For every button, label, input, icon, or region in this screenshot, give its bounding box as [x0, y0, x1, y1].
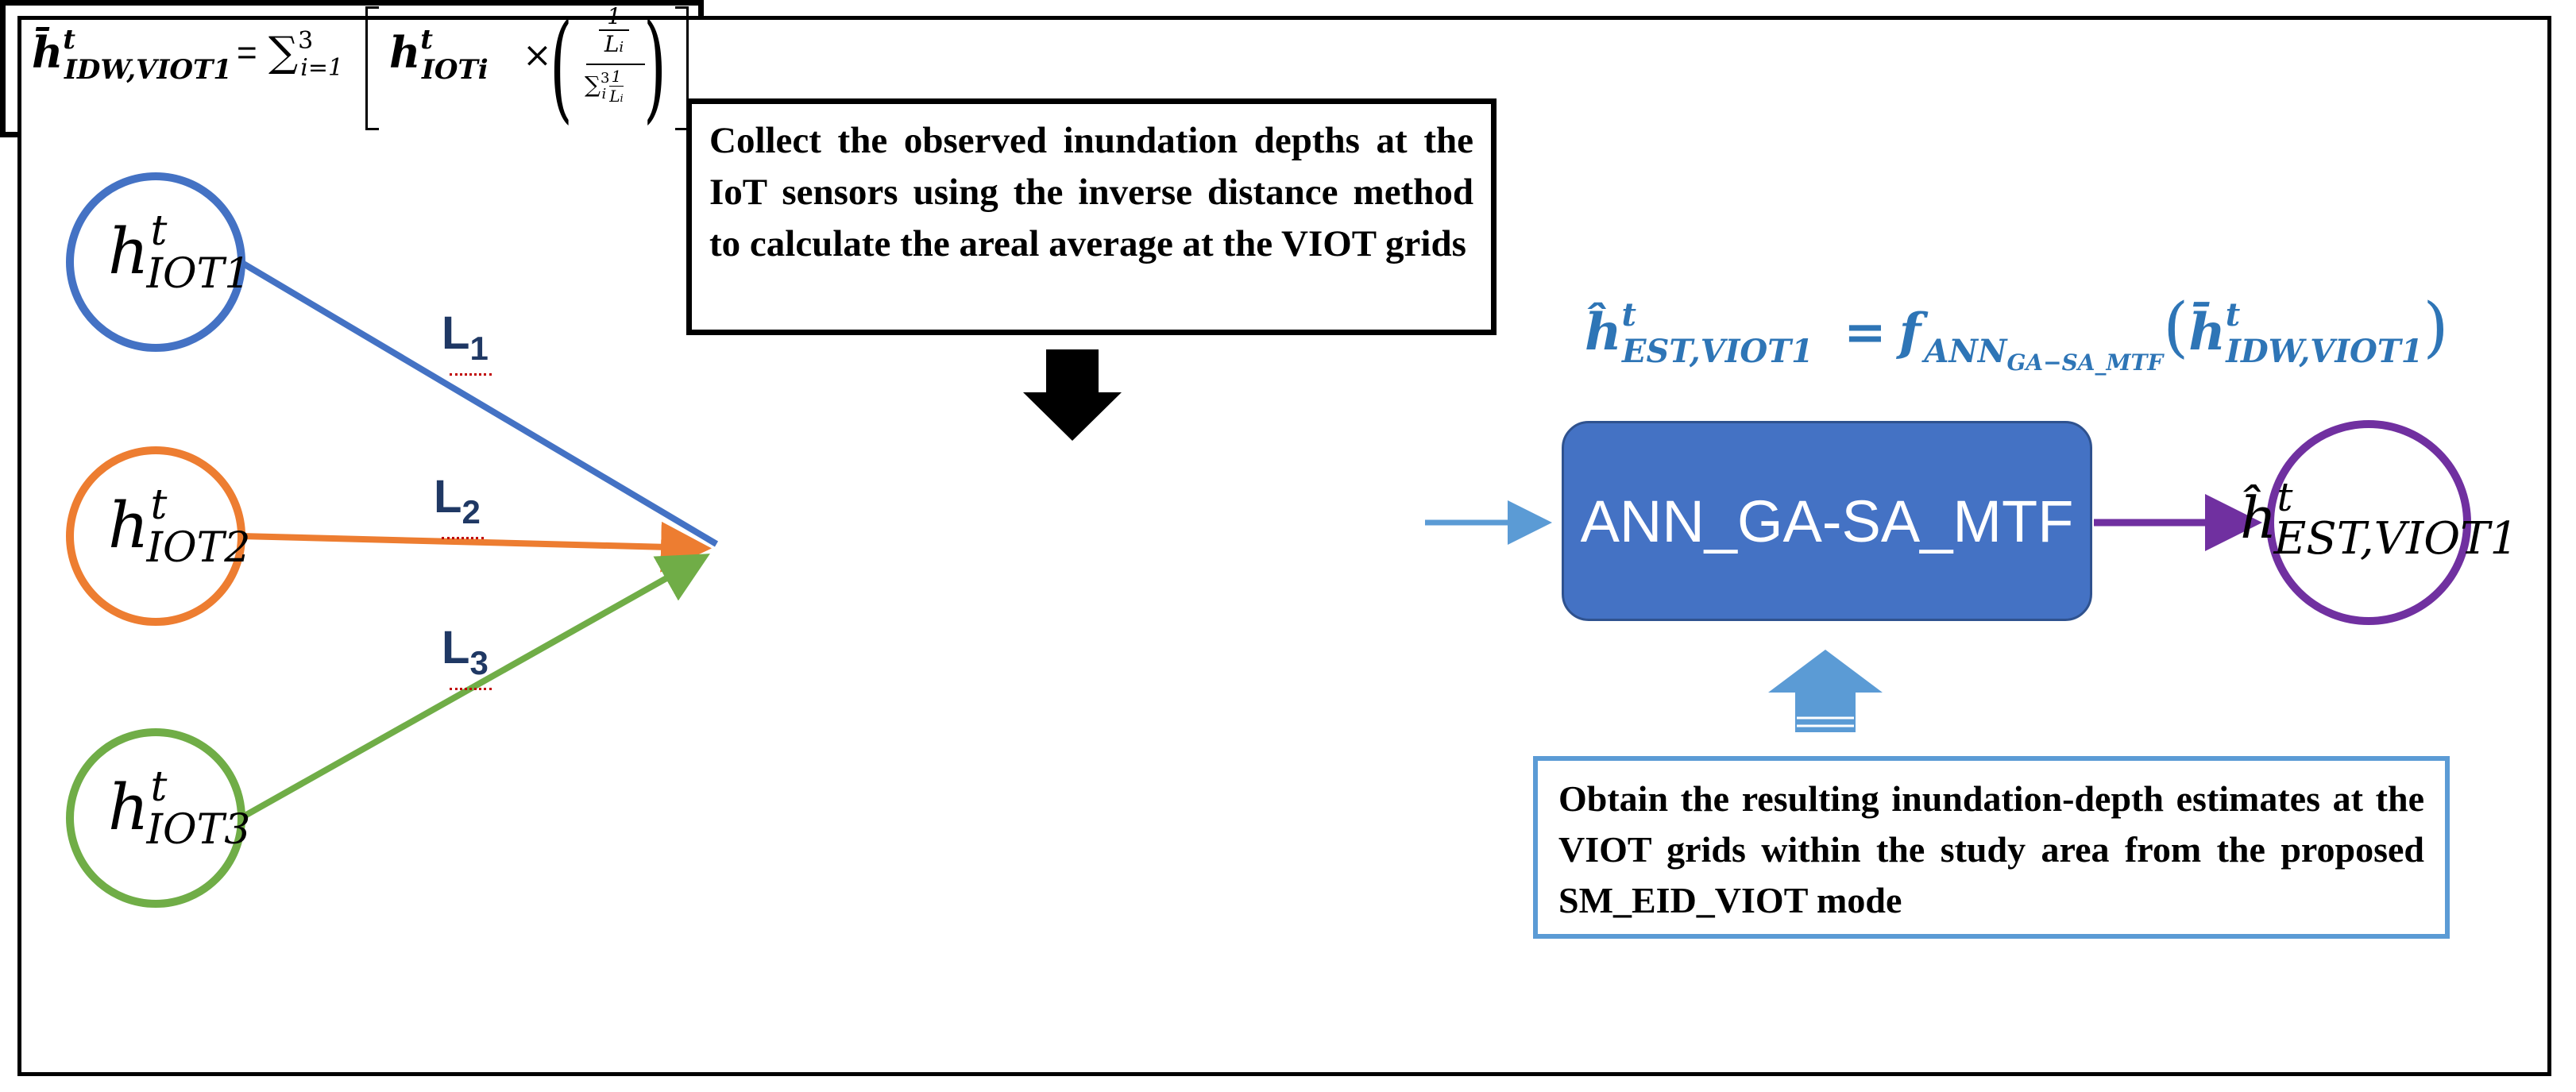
formula-den-sum: ∑	[585, 71, 601, 98]
formula-num-bottom-sub: i	[619, 39, 624, 56]
estimate-arg-base: h̄	[2188, 303, 2226, 362]
line-l1-letter: L	[442, 307, 470, 359]
formula-term-sup: t	[420, 24, 433, 56]
formula-term-sub: IOTi	[421, 54, 489, 86]
spellcheck-underline	[450, 367, 492, 376]
estimate-lhs-base: ĥ	[1585, 303, 1622, 362]
node-iot2-sub: IOT2	[146, 524, 251, 572]
estimate-function-sub: ANN	[1924, 333, 2007, 370]
formula-sum-sup: 3	[298, 27, 314, 55]
line-l2	[240, 521, 712, 573]
ann-model-box: ANN_GA-SA_MTF	[1562, 421, 2092, 621]
node-iot1-label: htIOT1	[108, 207, 250, 298]
estimate-lhs-sub: EST,VIOT1	[1622, 333, 1813, 370]
formula-num-frac: 1 Li	[594, 3, 634, 57]
collect-depths-text: Collect the observed inundation depths a…	[709, 120, 1473, 264]
formula-lhs-sub: IDW,VIOT1	[64, 54, 232, 86]
formula-den-bottom-sub: i	[620, 93, 624, 105]
formula-lhs: h̄tIDW,VIOT1	[32, 24, 232, 86]
line-l1	[238, 259, 719, 547]
estimate-arg-sub: IDW,VIOT1	[2226, 333, 2423, 370]
estimate-lhs-sup: t	[1621, 296, 1637, 334]
line-l1-label: L1	[442, 307, 492, 376]
formula-left-bracket	[365, 6, 379, 130]
diagram-frame	[17, 16, 2551, 1076]
obtain-estimates-text: Obtain the resulting inundation-depth es…	[1558, 778, 2424, 920]
formula-den-top: 1	[609, 67, 624, 87]
node-iot2-sup: t	[150, 481, 168, 529]
formula-left-paren: (	[550, 0, 573, 135]
estimate-function: f	[1898, 303, 1921, 362]
estimate-open-paren: (	[2163, 290, 2189, 365]
node-iot3-sub: IOT3	[146, 806, 251, 854]
line-l2-sub: 2	[462, 493, 481, 531]
formula-den-bottom: L	[609, 87, 620, 106]
formula-num-bottom: L	[604, 31, 620, 57]
formula-right-paren: )	[643, 0, 666, 135]
node-iot1-sub: IOT1	[146, 250, 251, 298]
node-iot1-sup: t	[150, 207, 168, 255]
line-l2-letter: L	[434, 471, 462, 523]
formula-num-bar	[599, 29, 629, 31]
output-node-label: ĥtEST,VIOT1	[2240, 474, 2518, 565]
spellcheck-underline	[442, 531, 484, 539]
collect-depths-textbox: Collect the observed inundation depths a…	[686, 98, 1497, 335]
output-sub: EST,VIOT1	[2273, 513, 2519, 565]
node-iot2-base: h	[108, 488, 149, 562]
node-iot3-label: htIOT3	[108, 763, 250, 854]
estimate-equals: =	[1844, 303, 1887, 362]
node-iot1-base: h	[108, 214, 149, 288]
down-arrow-icon	[1023, 349, 1122, 441]
node-iot3-sup: t	[150, 763, 168, 811]
obtain-estimates-textbox: Obtain the resulting inundation-depth es…	[1533, 756, 2450, 939]
formula-term-base: h	[389, 27, 421, 78]
line-l3-letter: L	[442, 622, 470, 673]
output-base: ĥ	[2240, 484, 2277, 551]
formula-times: ×	[523, 35, 552, 75]
formula-right-bracket	[675, 6, 689, 130]
ann-model-label: ANN_GA-SA_MTF	[1580, 488, 2074, 554]
formula-lhs-sup: t	[63, 24, 75, 56]
estimate-arg-sup: t	[2225, 296, 2241, 334]
formula-lhs-base: h̄	[32, 27, 64, 78]
line-l2-label: L2	[434, 470, 484, 539]
node-output-circle	[2266, 420, 2471, 625]
formula-main-bar	[586, 64, 645, 65]
output-sup: t	[2277, 474, 2293, 520]
formula-den-sum-sub: i	[601, 86, 607, 102]
up-arrow-icon	[1768, 650, 1883, 732]
formula-den-sum-sup: 3	[601, 70, 610, 87]
estimate-function-subsub: GA−SA_MTF	[2006, 349, 2164, 376]
formula-sum-sub: i=1	[300, 54, 344, 82]
formula-equals: =	[237, 33, 257, 72]
node-iot3-base: h	[108, 770, 149, 844]
formula-term: htIOTi	[389, 24, 489, 86]
line-l3-label: L3	[442, 621, 492, 690]
spellcheck-underline	[450, 681, 492, 690]
formula-num-top: 1	[607, 3, 621, 29]
line-l3-sub: 3	[469, 644, 489, 681]
estimate-close-paren: )	[2423, 290, 2449, 365]
line-l1-sub: 1	[469, 330, 489, 367]
formula-sum-symbol: ∑	[268, 29, 299, 76]
formula-sum: ∑3i=1	[268, 27, 343, 82]
node-iot2-label: htIOT2	[108, 481, 250, 572]
